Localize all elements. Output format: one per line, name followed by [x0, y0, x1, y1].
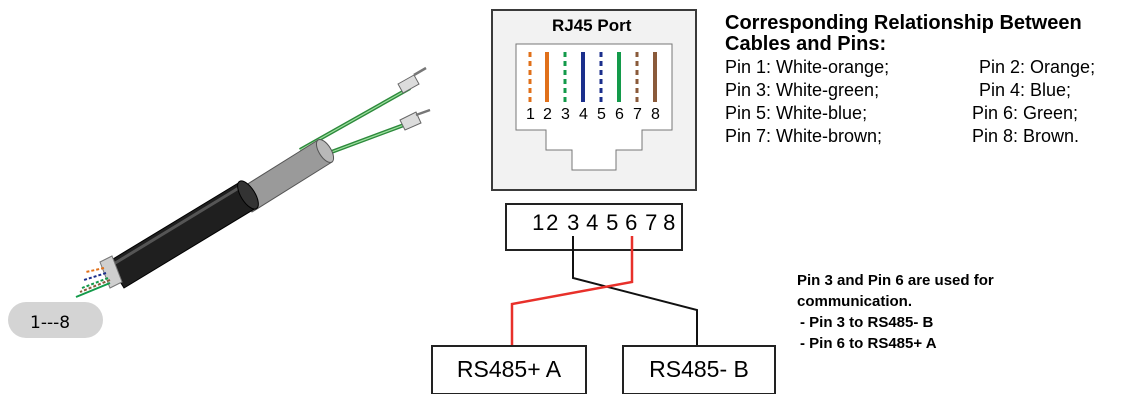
rj45-pin-number: 8 — [651, 106, 660, 123]
conductor-bundle — [75, 267, 111, 298]
rj45-pin-number: 6 — [615, 106, 624, 123]
ferrule-bottom — [399, 108, 431, 131]
pin-4-label: Pin 4: Blue; — [979, 80, 1072, 100]
rj45-pin-number: 1 — [526, 106, 535, 123]
strip-digit: 4 — [586, 210, 599, 235]
pin-5-label: Pin 5: White-blue; — [725, 103, 868, 123]
wire-pin3-to-b — [572, 236, 698, 346]
wire-pin6-to-a — [510, 236, 634, 346]
cable-tag-label: 1---8 — [30, 313, 71, 333]
cable-illustration — [8, 66, 431, 338]
communication-line: - Pin 6 to RS485+ A — [800, 335, 937, 352]
relationship-row: Pin 7: White-brown; — [725, 126, 882, 146]
cable-tag — [8, 302, 103, 338]
communication-line: - Pin 3 to RS485- B — [800, 314, 934, 331]
relationship-title-line2: Cables and Pins: — [725, 33, 887, 55]
pin-strip-box — [505, 203, 683, 251]
pin-3-label: Pin 3: White-green; — [725, 80, 880, 100]
pin-7-label: Pin 7: White-brown; — [725, 126, 883, 146]
strip-digit: 8 — [663, 210, 676, 235]
relationship-row: Pin 1: White-orange; — [725, 57, 889, 77]
rs485-a-label: RS485+ A — [456, 356, 562, 382]
strip-digit: 6 — [625, 210, 638, 235]
relationship-row: Pin 5: White-blue; — [725, 103, 867, 123]
rj45-title: RJ45 Port — [552, 16, 632, 35]
pin-1-label: Pin 1: White-orange; — [725, 57, 890, 77]
pin-6-label: Pin 6: Green; — [972, 103, 1079, 123]
rj45-pin-number: 5 — [597, 106, 606, 123]
rj45-pin-number: 2 — [543, 106, 552, 123]
rj45-pin-wires — [528, 52, 657, 102]
rj45-pin-number: 4 — [579, 106, 588, 123]
relationship-row: Pin 8: Brown. — [972, 126, 1079, 146]
rj45-port — [491, 9, 697, 191]
pin-2-label: Pin 2: Orange; — [979, 57, 1096, 77]
communication-note: Pin 3 and Pin 6 are used for communicati… — [797, 270, 994, 354]
communication-line: Pin 3 and Pin 6 are used for — [797, 272, 994, 289]
rs485-b-box — [622, 345, 776, 394]
strip-digit: 2 — [546, 210, 559, 235]
rs485-b-label: RS485- B — [649, 356, 749, 382]
relationship-row: Pin 4: Blue; — [979, 80, 1071, 100]
rj45-pin-number: 3 — [561, 106, 570, 123]
relationship-title: Corresponding Relationship Between Cable… — [725, 13, 1123, 55]
strip-digit: 5 — [606, 210, 619, 235]
strip-digit: 3 — [567, 210, 580, 235]
relationship-title-line1: Corresponding Relationship Between — [725, 12, 1082, 34]
relationship-row: Pin 2: Orange; — [979, 57, 1095, 77]
relationship-row: Pin 6: Green; — [972, 103, 1078, 123]
communication-line: communication. — [797, 293, 913, 310]
strip-digit: 7 — [645, 210, 658, 235]
strip-digit: 1 — [532, 210, 545, 235]
rj45-pin-number: 7 — [633, 106, 642, 123]
ferrule-top — [397, 66, 427, 94]
rs485-a-box — [431, 345, 587, 394]
pin-8-label: Pin 8: Brown. — [972, 126, 1080, 146]
relationship-row: Pin 3: White-green; — [725, 80, 879, 100]
